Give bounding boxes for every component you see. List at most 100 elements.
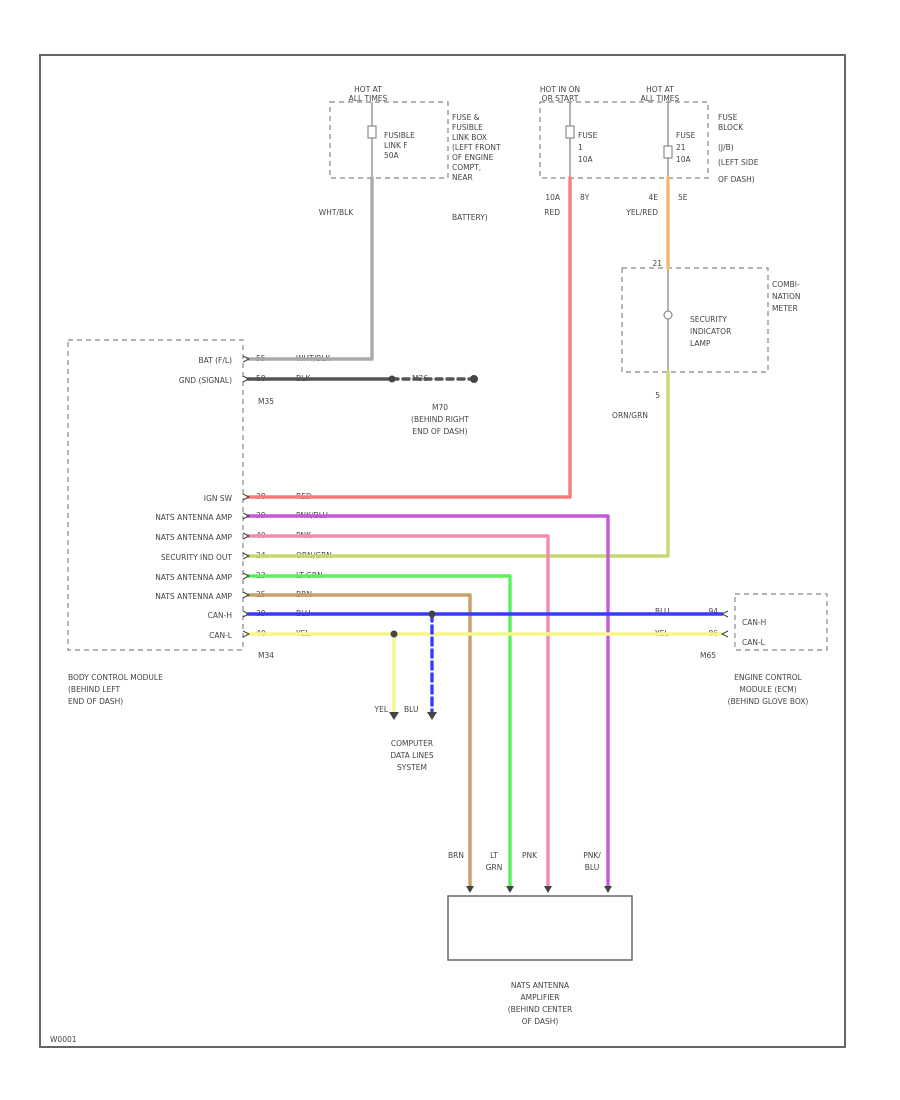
bcm-pin-label: GND (SIGNAL) — [179, 376, 232, 385]
fb2-fuse-a-2: 1 — [578, 143, 583, 152]
pin-mark — [242, 375, 251, 383]
splice-dot — [428, 610, 436, 618]
lamp-name-3: LAMP — [690, 339, 711, 348]
label-yel-red: YEL/RED — [625, 208, 658, 217]
fb2-hot-on-1: HOT IN ON — [540, 85, 580, 94]
data-lines-3: SYSTEM — [397, 763, 427, 772]
ecm-wire-blu: BLU — [655, 607, 669, 616]
fb1-loc-4: (LEFT FRONT — [452, 143, 501, 152]
bcm-pin-label: BAT (F/L) — [198, 356, 232, 365]
ecm-pin-can-h: CAN-H — [742, 618, 766, 627]
wire-lt-grn — [246, 574, 512, 890]
bcm-conn-m35: M35 — [258, 397, 274, 406]
ecm-outline — [734, 593, 828, 651]
bcm-outline — [67, 339, 244, 651]
meter-name-2: NATION — [772, 292, 800, 301]
pin-mark — [242, 552, 251, 560]
fb2-fuse-b-1: FUSE — [676, 131, 696, 140]
fb1-loc-5: OF ENGINE — [452, 153, 494, 162]
wire-brn — [246, 593, 472, 890]
pin-10a: 10A — [545, 193, 561, 202]
bcm-name-2: (BEHIND LEFT — [68, 685, 121, 694]
ecm-name-1: ENGINE CONTROL — [734, 673, 803, 682]
ground-label-1: M70 — [432, 403, 448, 412]
data-yel: YEL — [374, 705, 389, 714]
fb1-loc-3: LINK BOX — [452, 133, 487, 142]
nats-wire-ltgrn-2: GRN — [486, 863, 503, 872]
fb1-fuse-line-2: LINK F — [384, 141, 408, 150]
fb1-loc-7: NEAR — [452, 173, 473, 182]
bcm-pin-label: NATS ANTENNA AMP — [155, 533, 232, 542]
bcm-pin-label: CAN-H — [208, 611, 232, 620]
splice-dot — [390, 630, 398, 638]
fuse-block-jb-outline — [539, 101, 709, 179]
ground-icon — [470, 375, 478, 383]
arrow-icon — [389, 712, 399, 720]
fb2-loc-4: (LEFT SIDE — [718, 158, 759, 167]
fb2-hot-all-2: ALL TIMES — [641, 94, 680, 103]
splice-dot — [388, 375, 396, 383]
pin-5e: 5E — [678, 193, 688, 202]
wire-orn-grn — [246, 370, 670, 558]
meter-pin-21: 21 — [652, 259, 662, 268]
computer-data-lines: YEL BLU COMPUTER DATA LINES SYSTEM — [374, 705, 434, 772]
pin-mark — [242, 572, 251, 580]
nats-name-4: OF DASH) — [522, 1017, 559, 1026]
label-org-grn-meter: ORN/GRN — [612, 411, 648, 420]
bcm-pin-label: NATS ANTENNA AMP — [155, 513, 232, 522]
fb2-hot-all-1: HOT AT — [646, 85, 674, 94]
nats-amp-box — [447, 895, 633, 961]
fusible-link-box: HOT AT ALL TIMES FUSIBLE LINK F 50A FUSE… — [329, 85, 501, 222]
label-wht-blk-top: WHT/BLK — [319, 208, 354, 217]
wires — [242, 176, 729, 893]
bcm-pin-label: NATS ANTENNA AMP — [155, 592, 232, 601]
pin-mark — [242, 512, 251, 520]
pin-mark — [242, 591, 251, 599]
lamp-name-2: INDICATOR — [690, 327, 731, 336]
pin-mark — [242, 355, 251, 363]
nats-wire-pnkblu-1: PNK/ — [583, 851, 601, 860]
nats-wire-pnkblu-2: BLU — [585, 863, 599, 872]
fb1-fuse-line-3: 50A — [384, 151, 400, 160]
fb2-fuse-a-1: FUSE — [578, 131, 598, 140]
fb2-loc-2: BLOCK — [718, 123, 744, 132]
bcm-pin-label: CAN-L — [209, 631, 233, 640]
data-blu: BLU — [404, 705, 418, 714]
arrow-icon — [427, 712, 437, 720]
ecm-pin-can-l: CAN-L — [742, 638, 766, 647]
nats-name-2: AMPLIFIER — [521, 993, 560, 1002]
pin-mark — [242, 630, 251, 638]
fb1-location: FUSE & FUSIBLE LINK BOX (LEFT FRONT OF E… — [452, 113, 501, 222]
fb2-fuse-b-3: 10A — [676, 155, 692, 164]
fb2-fuse-b-2: 21 — [676, 143, 686, 152]
fb2-hot-on-2: OR START — [542, 94, 579, 103]
fb1-loc-1: FUSE & — [452, 113, 480, 122]
data-lines-1: COMPUTER — [391, 739, 433, 748]
fb2-loc-3: (J/B) — [718, 143, 734, 152]
label-red-top: RED — [544, 208, 560, 217]
fb1-fuse-line-1: FUSIBLE — [384, 131, 415, 140]
pin-mark — [242, 610, 251, 618]
pin-8y: 8Y — [580, 193, 590, 202]
diagram-id: W0001 — [50, 1035, 77, 1044]
ground-m70: M36 M70 (BEHIND RIGHT END OF DASH) — [411, 374, 469, 436]
nats-name-1: NATS ANTENNA — [511, 981, 570, 990]
nats-wire-ltgrn-1: LT — [490, 851, 498, 860]
fb1-loc-6: COMPT, — [452, 163, 481, 172]
wire-pnk — [246, 534, 550, 890]
nats-wire-pnk: PNK — [522, 851, 538, 860]
arrow-icon — [466, 886, 474, 893]
fb1-loc-2: FUSIBLE — [452, 123, 483, 132]
ground-label-3: END OF DASH) — [412, 427, 467, 436]
nats-antenna-amplifier: BRN LT GRN PNK PNK/ BLU NATS ANTENNA AMP… — [447, 851, 633, 1026]
fb2-loc-1: FUSE — [718, 113, 738, 122]
ground-label-2: (BEHIND RIGHT — [411, 415, 469, 424]
ecm-pin-94: 94 — [708, 607, 718, 616]
fb2-location: FUSE BLOCK (J/B) (LEFT SIDE OF DASH) — [718, 113, 759, 184]
pin-mark — [720, 630, 729, 638]
ecm-name-3: (BEHIND GLOVE BOX) — [728, 697, 809, 706]
ecm-conn-m65: M65 — [700, 651, 716, 660]
lamp-name-1: SECURITY — [690, 315, 727, 324]
bcm-name-3: END OF DASH) — [68, 697, 123, 706]
